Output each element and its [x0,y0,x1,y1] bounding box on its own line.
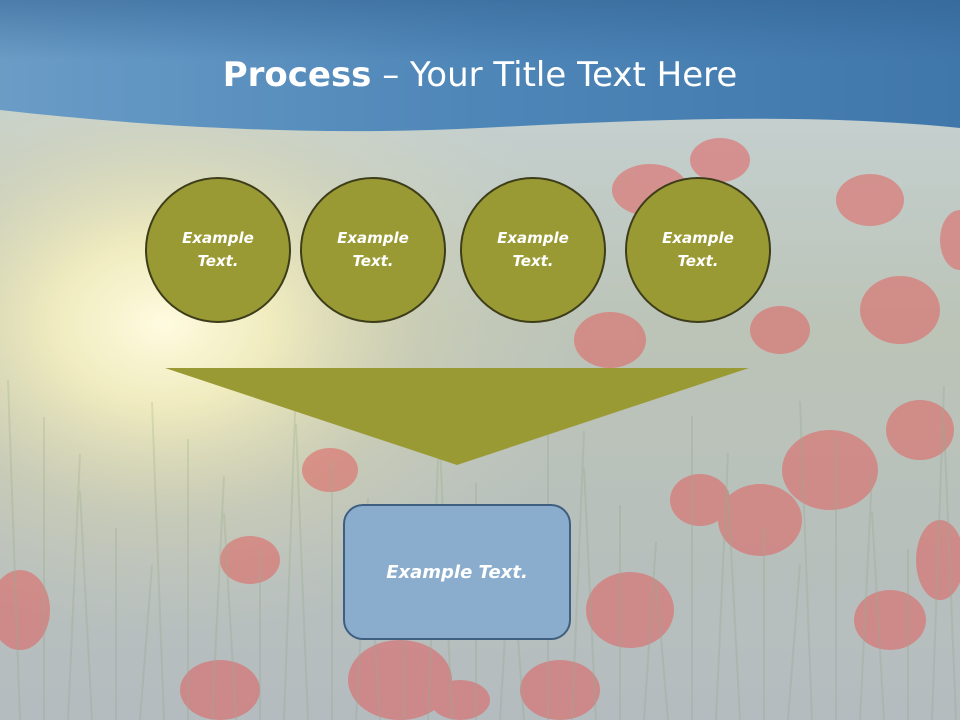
poppy-blob [750,306,810,354]
stem [715,452,729,720]
process-step-2: Example Text. [300,177,446,323]
poppy-blob [836,174,904,226]
stem [787,563,801,720]
process-step-4-label: Example Text. [662,229,734,270]
stem [871,511,885,720]
poppy-blob [718,484,802,556]
poppy-flowers [0,138,960,720]
title-bold: Process [222,55,372,95]
process-step-2-label: Example Text. [337,229,409,270]
poppy-blob [574,312,646,368]
poppy-blob [670,474,730,526]
stem [67,453,81,720]
stem [943,422,957,720]
title-rest: – Your Title Text Here [371,55,738,95]
poppy-blob [940,210,960,270]
poppy-blob [860,276,940,344]
stem [7,379,21,720]
poppy-blob [520,660,600,720]
page-title: Process – Your Title Text Here [0,50,960,100]
stem [295,423,309,720]
funnel-arrow [165,368,749,465]
process-step-1: Example Text. [145,177,291,323]
stem [931,385,945,720]
stem [283,386,297,720]
process-step-4: Example Text. [625,177,771,323]
poppy-blob [690,138,750,182]
poppy-blob [430,680,490,720]
poppy-blob [782,430,878,510]
stem [151,401,165,720]
stem [211,475,225,720]
stem [139,564,153,720]
stem [727,489,741,720]
process-step-1-label: Example Text. [182,229,254,270]
stem [655,578,669,720]
result-box-label: Example Text. [386,561,528,583]
poppy-blob [916,520,960,600]
poppy-blob [586,572,674,648]
poppy-blob [302,448,358,492]
poppy-blob [220,536,280,584]
stem [79,490,93,720]
poppy-blob [180,660,260,720]
poppy-blob [886,400,954,460]
stem [859,474,873,720]
stem [643,541,657,720]
stem [799,400,813,720]
poppy-blob [0,570,50,650]
stem [571,430,585,720]
stem [583,467,597,720]
process-step-3-label: Example Text. [497,229,569,270]
result-box: Example Text. [343,504,571,640]
poppy-blob [348,640,452,720]
process-step-3: Example Text. [460,177,606,323]
stem [223,512,237,720]
poppy-blob [854,590,926,650]
